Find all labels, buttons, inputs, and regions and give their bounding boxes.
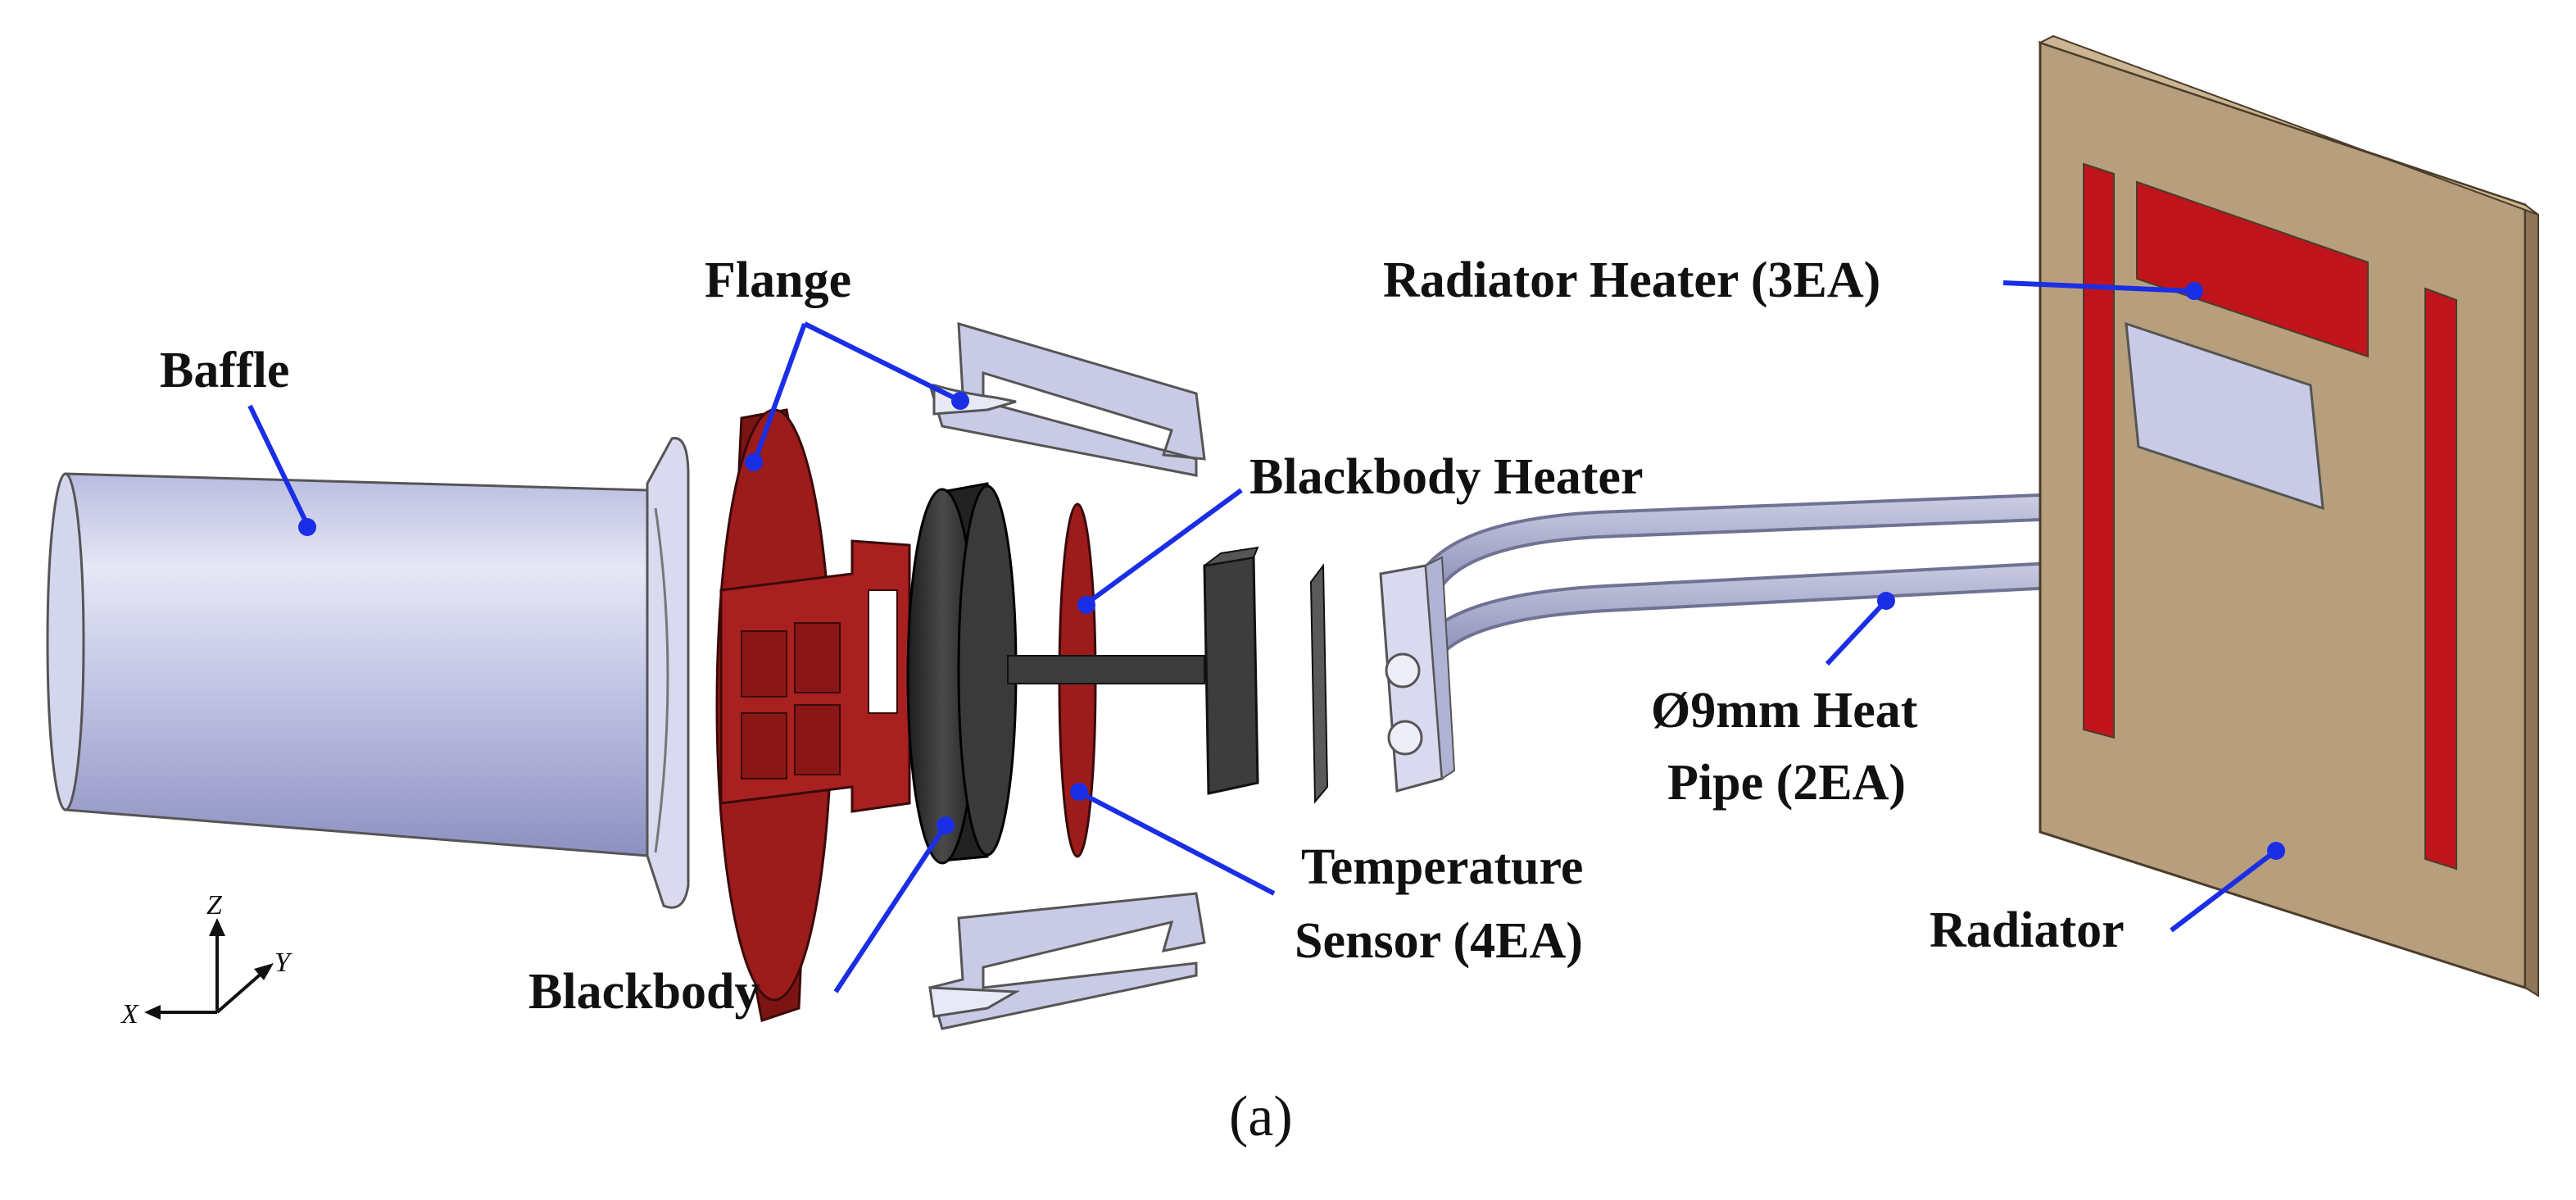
thermal-plate [1309,563,1329,804]
blackbody-part [906,482,1018,865]
sensor-rod [1007,655,1205,684]
label-heat-pipe-2: Pipe (2EA) [1667,755,1906,811]
sensor-block [1203,546,1259,795]
upper-clamp [927,321,1206,477]
label-baffle: Baffle [160,343,289,398]
figure-caption: (a) [1229,1085,1293,1148]
radiator-part [2038,34,2539,998]
label-blackbody: Blackbody [528,964,760,1020]
label-temperature-sensor-2: Sensor (4EA) [1295,913,1583,969]
lower-clamp [928,892,1206,1030]
label-blackbody-heater: Blackbody Heater [1249,449,1643,505]
leader-radiator-heater [2002,280,2203,300]
label-flange: Flange [705,252,851,308]
axis-x-label: X [120,999,139,1030]
axis-z-label: Z [206,890,223,920]
baffle-part [46,437,690,909]
label-radiator: Radiator [1930,902,2125,958]
label-heat-pipe-1: Ø9mm Heat [1651,683,1918,739]
axis-triad: Z Y X [120,890,293,1030]
leader-heat-pipe [1825,592,1895,666]
leader-blackbody-heater [1077,488,1243,614]
pipe-saddle-block [1379,556,1456,793]
leader-radiator [2170,842,2285,933]
leader-flange [745,321,969,471]
label-temperature-sensor-1: Temperature [1301,839,1583,895]
leader-blackbody [833,816,955,993]
label-radiator-heater: Radiator Heater (3EA) [1383,252,1880,308]
flange-part [715,408,911,1022]
leader-temperature-sensor [1070,783,1276,896]
leader-baffle [247,404,316,536]
axis-y-label: Y [274,948,293,978]
